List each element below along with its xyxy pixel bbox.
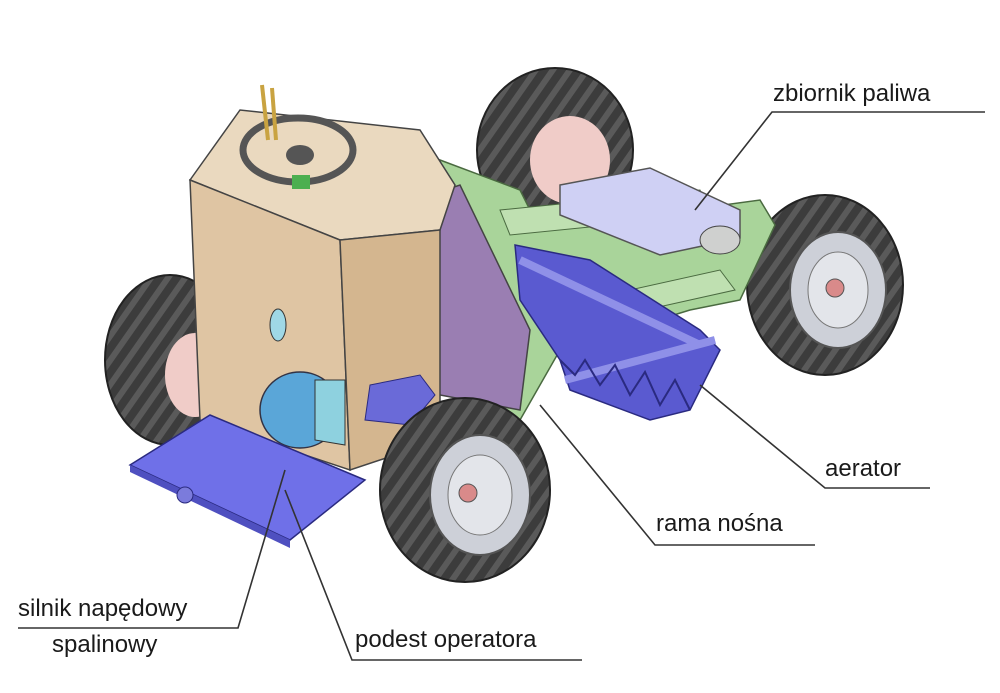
leader-frame	[539, 404, 815, 546]
leader-aerator	[699, 384, 930, 489]
label-aerator: aerator	[825, 455, 902, 482]
operator-platform	[128, 414, 367, 548]
steering-wheel	[239, 84, 357, 189]
label-platform: podest operatora	[355, 626, 537, 653]
label-fuel-tank: zbiornik paliwa	[773, 80, 931, 107]
wheel-front-right	[379, 397, 551, 583]
aerator-roller	[514, 244, 721, 421]
wheel-rear-right	[746, 194, 904, 376]
label-engine-line2: spalinowy	[52, 631, 158, 658]
leader-lines	[18, 111, 985, 661]
leader-platform	[284, 489, 582, 661]
leader-fuel-tank	[694, 111, 985, 211]
operator-cab	[188, 109, 456, 472]
fuel-tank	[559, 167, 741, 256]
label-engine-line1: silnik napędowy	[18, 595, 188, 622]
label-frame: rama nośna	[656, 510, 783, 537]
leader-engine	[18, 469, 286, 629]
